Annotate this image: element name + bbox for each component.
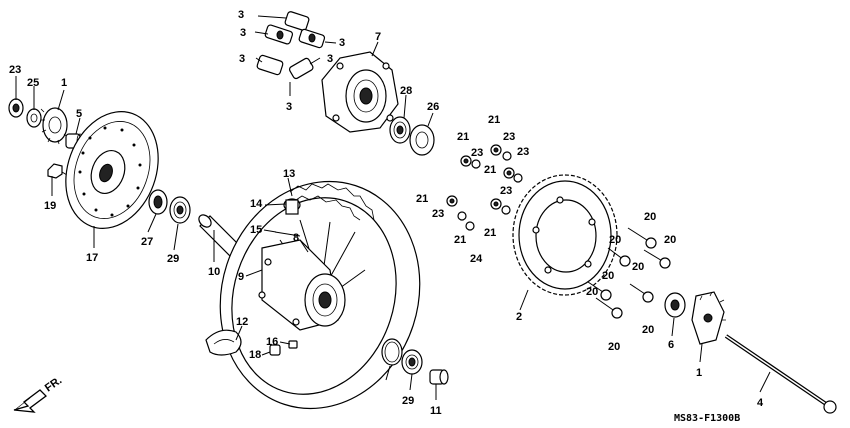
tire-valve-13-14 [283, 198, 301, 215]
collar-22 [8, 98, 24, 118]
label-21-f: 21 [484, 227, 496, 239]
label-12: 12 [236, 316, 248, 328]
label-8: 9 [238, 271, 244, 283]
label-21-b: 21 [488, 114, 500, 126]
brake-disc-17 [65, 111, 159, 229]
sprocket-group [446, 144, 837, 414]
label-20-h: 20 [608, 341, 620, 353]
seal-25 [409, 124, 435, 156]
bearing-28 [389, 116, 411, 144]
label-21-c: 21 [484, 164, 496, 176]
seal-24 [26, 108, 42, 128]
label-25: 26 [427, 101, 439, 113]
driven-flange-group [256, 11, 435, 156]
label-28: 28 [400, 85, 412, 97]
sprocket-bolts-20 [587, 227, 671, 319]
label-14: 14 [250, 198, 263, 210]
spoke-15 [274, 231, 301, 237]
leader-lines [15, 15, 771, 400]
label-23-e: 23 [432, 208, 444, 220]
fr-label: FR. [43, 374, 64, 394]
label-5: 5 [76, 108, 82, 120]
label-3-d: 3 [239, 53, 245, 65]
label-23-b: 23 [503, 131, 515, 143]
nuts-washers-21-23 [446, 144, 523, 231]
label-19: 19 [44, 200, 56, 212]
label-23-a: 23 [471, 147, 483, 159]
plate-1-left [40, 107, 68, 145]
label-23-c: 23 [517, 146, 529, 158]
valve-parts-16-18 [269, 340, 298, 356]
label-23-f: 24 [470, 253, 483, 265]
bearing-29-right [401, 349, 423, 375]
label-3-b: 3 [240, 27, 246, 39]
label-17: 17 [86, 252, 98, 264]
label-26: 27 [141, 236, 153, 248]
label-21-a: 21 [457, 131, 469, 143]
collar-6 [664, 292, 686, 318]
label-10: 10 [208, 266, 220, 278]
label-24: 25 [27, 77, 39, 89]
label-29-left: 29 [167, 253, 179, 265]
rear-wheel-assembly [205, 180, 449, 410]
label-3-c: 3 [339, 37, 345, 49]
fr-arrow-icon [13, 389, 47, 413]
label-20-g: 20 [642, 324, 654, 336]
label-3-e: 3 [327, 53, 333, 65]
part-number-labels: 23 25 1 5 19 17 27 29 10 3 3 3 3 3 3 7 2… [9, 9, 764, 417]
label-22: 23 [9, 64, 21, 76]
axle-4 [724, 334, 837, 414]
label-1-right: 1 [696, 367, 702, 379]
label-18: 18 [249, 349, 261, 361]
label-16: 16 [266, 336, 278, 348]
label-20-b: 20 [609, 234, 621, 246]
label-4: 4 [757, 397, 764, 409]
label-21-d: 21 [416, 193, 428, 205]
label-13: 13 [283, 168, 295, 180]
label-20-c: 20 [664, 234, 676, 246]
bearing-26 [148, 189, 168, 215]
diagram-code: MS83-F1300B [674, 413, 740, 424]
driven-flange-9 [321, 51, 399, 133]
label-7: 8 [293, 232, 299, 244]
collar-11 [429, 369, 449, 385]
label-9: 7 [375, 31, 381, 43]
tube-12 [205, 329, 242, 356]
damper-rubbers-3 [256, 11, 326, 80]
sprocket-2 [512, 174, 618, 296]
label-20-a: 20 [644, 211, 656, 223]
hub-8 [258, 239, 346, 331]
o-ring-27 [381, 338, 403, 366]
label-20-e: 20 [632, 261, 644, 273]
label-20-f: 20 [586, 286, 598, 298]
label-3-f: 3 [286, 101, 292, 113]
label-11: 11 [430, 405, 442, 417]
plate-1-right [691, 291, 726, 345]
brake-disc-assembly [8, 98, 247, 263]
label-3-a: 3 [238, 9, 244, 21]
label-23-d: 23 [500, 185, 512, 197]
label-1-left: 1 [61, 77, 67, 89]
label-21-e: 21 [454, 234, 466, 246]
label-6: 6 [668, 339, 674, 351]
bearing-29-left [169, 196, 191, 224]
label-2: 2 [516, 311, 522, 323]
label-15: 15 [250, 224, 262, 236]
label-20-d: 20 [602, 270, 614, 282]
label-29-right: 29 [402, 395, 414, 407]
forward-direction-arrow: FR. [13, 374, 64, 413]
